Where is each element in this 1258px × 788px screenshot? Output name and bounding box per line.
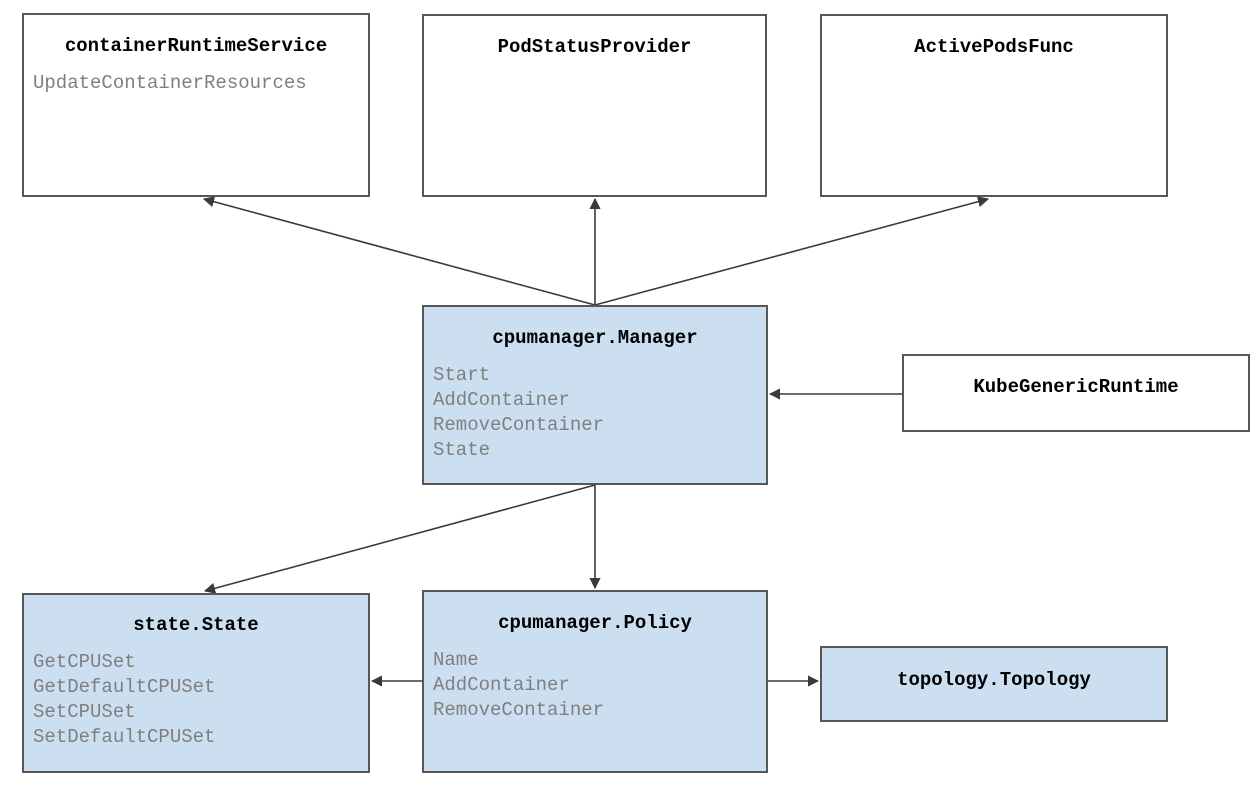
node-title: state.State: [133, 614, 259, 636]
node-title: containerRuntimeService: [64, 35, 328, 57]
node-method: RemoveContainer: [433, 414, 605, 436]
node-method: Name: [433, 649, 479, 671]
node-container-runtime-service[interactable]: containerRuntimeService UpdateContainerR…: [22, 13, 370, 197]
node-title: PodStatusProvider: [497, 36, 692, 58]
node-method: UpdateContainerResources: [33, 72, 307, 94]
node-title: topology.Topology: [897, 669, 1091, 691]
node-method: AddContainer: [433, 674, 570, 696]
node-method: AddContainer: [433, 389, 570, 411]
node-method: Start: [433, 364, 491, 386]
node-pod-status-provider[interactable]: PodStatusProvider: [422, 14, 767, 197]
node-title: cpumanager.Manager: [492, 327, 698, 349]
edge-manager-to-containerruntimeservice: [202, 196, 596, 306]
node-title: ActivePodsFunc: [914, 36, 1074, 58]
node-method-list: Start AddContainer RemoveContainer State: [424, 363, 766, 463]
node-topology-topology[interactable]: topology.Topology: [820, 646, 1168, 722]
node-method: RemoveContainer: [433, 699, 605, 721]
node-cpumanager-manager[interactable]: cpumanager.Manager Start AddContainer Re…: [422, 305, 768, 485]
node-method-list: GetCPUSet GetDefaultCPUSet SetCPUSet Set…: [24, 650, 368, 750]
edge-manager-to-state: [203, 484, 596, 594]
node-title: KubeGenericRuntime: [973, 376, 1179, 398]
node-method-list: UpdateContainerResources: [24, 71, 368, 96]
node-active-pods-func[interactable]: ActivePodsFunc: [820, 14, 1168, 197]
node-method: SetCPUSet: [33, 701, 136, 723]
node-method: State: [433, 439, 491, 461]
node-method: GetCPUSet: [33, 651, 136, 673]
edge-manager-to-activepodsfunc: [594, 196, 990, 306]
node-state-state[interactable]: state.State GetCPUSet GetDefaultCPUSet S…: [22, 593, 370, 773]
node-method: SetDefaultCPUSet: [33, 726, 216, 748]
node-method-list: Name AddContainer RemoveContainer: [424, 648, 766, 723]
node-title: cpumanager.Policy: [498, 612, 692, 634]
node-cpumanager-policy[interactable]: cpumanager.Policy Name AddContainer Remo…: [422, 590, 768, 773]
node-kube-generic-runtime[interactable]: KubeGenericRuntime: [902, 354, 1250, 432]
node-method: GetDefaultCPUSet: [33, 676, 216, 698]
